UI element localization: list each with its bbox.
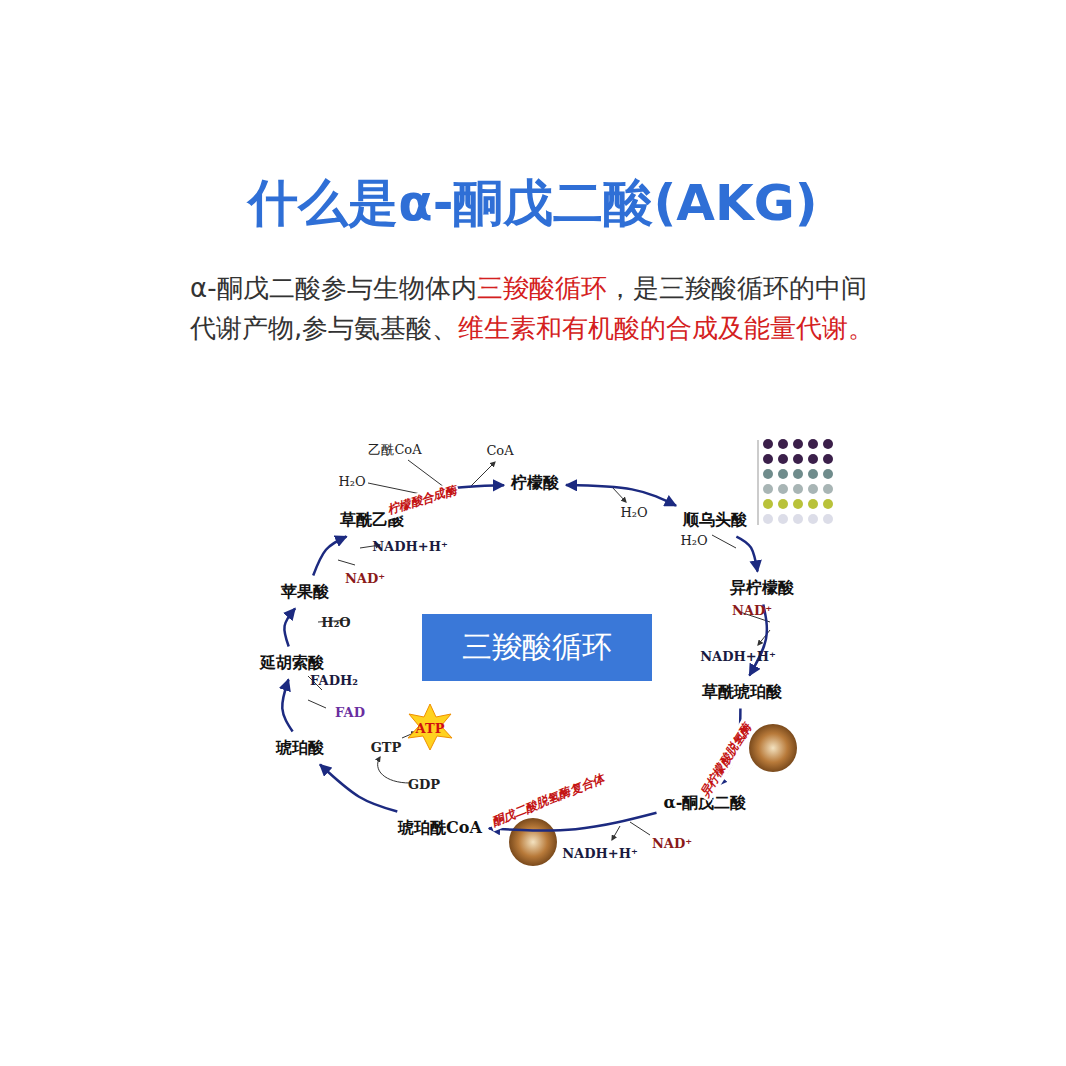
dot <box>823 454 833 464</box>
cycle-label: GDP <box>408 777 440 792</box>
metabolite: 琥珀酸 <box>273 736 327 761</box>
dot <box>808 454 818 464</box>
title: 什么是α-酮戊二酸(AKG) <box>0 170 1066 237</box>
dot <box>763 484 773 494</box>
enzyme-blob <box>509 818 557 866</box>
atp-star <box>408 704 452 750</box>
metabolite: 草酰琥珀酸 <box>699 680 785 705</box>
dot <box>808 484 818 494</box>
intro-text: 维生素和有机酸的合成及能量代谢。 <box>458 313 874 343</box>
dot <box>808 514 818 524</box>
enzyme-label: 异柠檬酸脱氢酶 <box>695 718 756 802</box>
dot <box>763 514 773 524</box>
dot <box>778 469 788 479</box>
node-text: 三羧酸循环 <box>422 614 652 681</box>
dot <box>763 499 773 509</box>
dot <box>793 439 803 449</box>
dot <box>823 514 833 524</box>
cycle-label: H₂O <box>680 533 707 548</box>
cycle-label: ATP <box>416 721 445 736</box>
cycle-label: CoA <box>486 443 513 458</box>
reaction-arrow <box>320 765 397 812</box>
grid-rule <box>758 440 759 525</box>
dot <box>823 439 833 449</box>
intro-paragraph: α-酮戊二酸参与生物体内三羧酸循环，是三羧酸循环的中间代谢产物,参与氨基酸、维生… <box>190 268 890 348</box>
dot <box>778 439 788 449</box>
cycle-label: NADH+H⁺ <box>700 649 776 664</box>
metabolite: 顺乌头酸 <box>680 508 750 533</box>
dot <box>793 514 803 524</box>
cycle-label: FADH₂ <box>310 673 358 688</box>
metabolite: 琥珀酰CoA <box>395 816 485 841</box>
dot <box>778 499 788 509</box>
cycle-title-box: 三羧酸循环 <box>422 614 652 681</box>
enzyme-label: 酮戊二酸脱氢酶复合体 <box>487 769 608 831</box>
reaction-arrow <box>566 485 676 506</box>
dot <box>763 439 773 449</box>
dot <box>808 469 818 479</box>
dot <box>808 499 818 509</box>
reaction-arrow <box>284 609 295 647</box>
dot <box>823 469 833 479</box>
metabolite: 苹果酸 <box>278 580 332 605</box>
node-text: 延胡索酸 <box>257 651 327 676</box>
node-text: 柠檬酸 <box>508 471 562 496</box>
dot <box>793 469 803 479</box>
dot <box>763 469 773 479</box>
cycle-label: NAD⁺ <box>732 603 772 618</box>
metabolite: 柠檬酸 <box>508 471 562 496</box>
cycle-label: H₂O <box>620 505 647 520</box>
enzyme-blob <box>749 724 797 772</box>
cycle-label: H₂O <box>338 474 365 489</box>
metabolite: 延胡索酸 <box>257 651 327 676</box>
dot <box>778 484 788 494</box>
dot <box>823 484 833 494</box>
dot <box>823 499 833 509</box>
cycle-label: FAD <box>335 705 365 720</box>
intro-text: α-酮戊二酸参与生物体内 <box>190 273 477 303</box>
node-text: 草酰琥珀酸 <box>699 680 785 705</box>
cycle-label: NADH+H⁺ <box>372 539 448 554</box>
dot <box>808 439 818 449</box>
dot <box>763 454 773 464</box>
reaction-arrow <box>313 537 346 576</box>
node-text: 异柠檬酸 <box>727 576 797 601</box>
cycle-label: 乙酰CoA <box>368 441 421 459</box>
node-text: 琥珀酰CoA <box>395 816 485 841</box>
node-text: 苹果酸 <box>278 580 332 605</box>
intro-text: 三羧酸循环 <box>477 273 607 303</box>
dot <box>793 484 803 494</box>
dot <box>793 454 803 464</box>
node-text: 顺乌头酸 <box>680 508 750 533</box>
cycle-label: H₂O <box>321 615 350 630</box>
metabolite: 异柠檬酸 <box>727 576 797 601</box>
cycle-label: NAD⁺ <box>345 571 385 586</box>
reaction-arrow <box>736 537 757 572</box>
reaction-arrow <box>282 680 292 732</box>
node-text: 琥珀酸 <box>273 736 327 761</box>
dot-grid <box>763 439 833 524</box>
cycle-label: GTP <box>371 740 402 755</box>
dot <box>778 514 788 524</box>
enzyme-label: 柠檬酸合成酶 <box>383 481 461 519</box>
cycle-label: NADH+H⁺ <box>562 846 638 861</box>
dot <box>793 499 803 509</box>
dot <box>778 454 788 464</box>
cycle-label: NAD⁺ <box>652 836 692 851</box>
